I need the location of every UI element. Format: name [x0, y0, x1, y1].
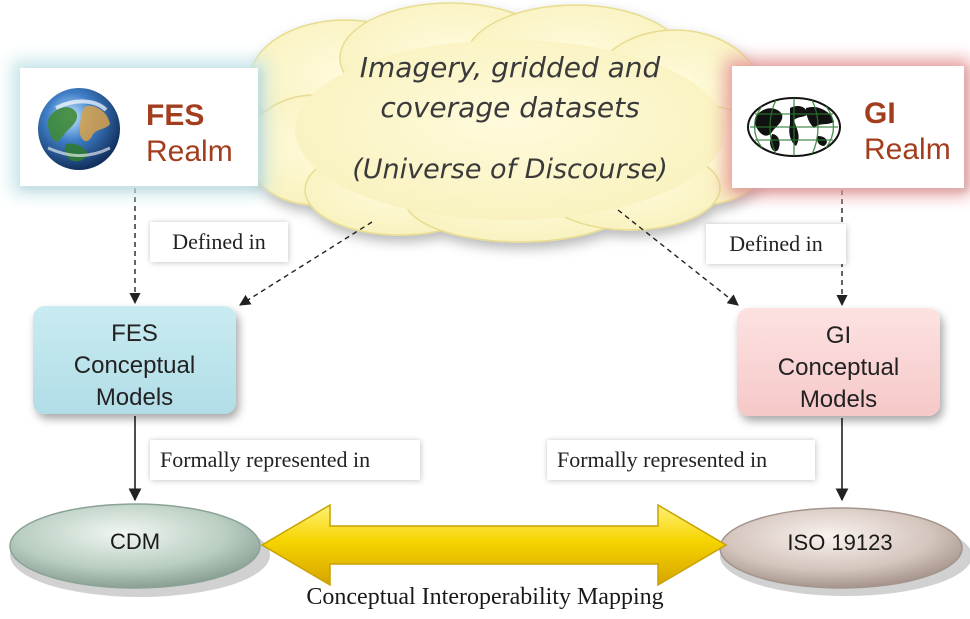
gi-models-line-2: Conceptual	[777, 354, 900, 381]
fes-models-line-3: Models	[95, 384, 174, 411]
cdm-label: CDM	[109, 529, 161, 554]
earth-globe-icon	[38, 88, 120, 170]
fes-realm-word: Realm	[146, 135, 233, 168]
fes-models-line-1: FES	[111, 320, 158, 347]
cloud-title: Imagery, gridded and coverage datasets	[300, 48, 720, 128]
defined-in-label-left: Defined in	[150, 222, 288, 262]
fes-realm-box: FES Realm	[20, 68, 258, 186]
interoperability-double-arrow	[260, 503, 728, 587]
fes-models-line-2: Conceptual	[73, 352, 196, 379]
gi-models-line-3: Models	[799, 386, 878, 413]
cloud-line-3: (Universe of Discourse)	[352, 154, 668, 185]
gi-conceptual-models-box: GI Conceptual Models	[737, 308, 940, 416]
iso-19123-label: ISO 19123	[787, 530, 893, 555]
defined-in-label-right: Defined in	[706, 224, 846, 264]
gi-realm-abbr: GI	[864, 97, 896, 130]
gi-realm-word: Realm	[864, 133, 951, 166]
cloud-line-2: coverage datasets	[380, 91, 640, 124]
fes-realm-abbr: FES	[146, 99, 205, 132]
fes-conceptual-models-box: FES Conceptual Models	[33, 306, 236, 414]
dashed-arrow-cloud-to-gi-models	[617, 209, 739, 306]
cloud-line-1: Imagery, gridded and	[359, 51, 661, 84]
cdm-oval	[9, 503, 261, 589]
formally-represented-label-left: Formally represented in	[150, 440, 420, 480]
formally-represented-label-right: Formally represented in	[547, 440, 815, 480]
world-map-grid-icon	[747, 97, 841, 157]
interoperability-mapping-caption: Conceptual Interoperability Mapping	[306, 584, 664, 610]
gi-models-line-1: GI	[825, 322, 852, 349]
dashed-arrow-cloud-to-fes-models	[239, 221, 373, 306]
gi-realm-box: GI Realm	[732, 66, 964, 188]
